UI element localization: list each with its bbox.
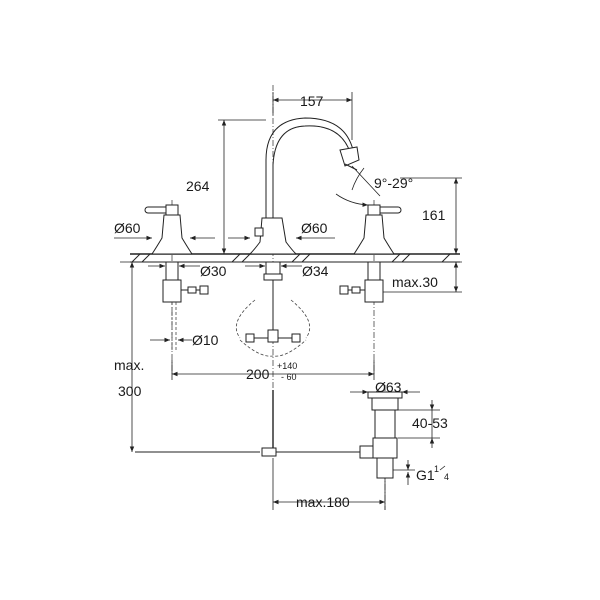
label-diam-10: Ø10 — [192, 332, 219, 348]
dim-spout-reach: 157 — [272, 92, 353, 140]
supply-hoses — [171, 280, 310, 357]
label-max: max. — [114, 357, 144, 373]
dim-thread: G1 1 4 — [393, 460, 449, 485]
dim-diam-waste: Ø63 — [350, 379, 420, 395]
dim-diam-hose: Ø10 — [150, 332, 219, 348]
dim-handle-height: 161 — [400, 177, 462, 254]
countertop — [130, 253, 460, 263]
label-200: 200 — [246, 366, 270, 382]
drain-assembly — [135, 390, 403, 479]
label-thread-num: 1 — [434, 464, 439, 474]
right-handle — [339, 204, 402, 303]
label-264: 264 — [186, 178, 210, 194]
dim-spout-height: 264 — [186, 119, 266, 254]
label-max-180: max.180 — [296, 494, 350, 510]
label-max-30: max.30 — [392, 274, 438, 290]
label-angle: 9°-29° — [374, 175, 413, 191]
label-40-53: 40-53 — [412, 415, 448, 431]
label-plus-140: +140 — [277, 361, 297, 371]
left-handle — [144, 204, 209, 303]
dim-diam-handle-left: Ø60 — [114, 220, 215, 241]
dim-diam-spout-base: Ø60 — [228, 220, 335, 241]
label-thread-den: 4 — [444, 472, 449, 482]
dim-waste-range: 40-53 — [398, 400, 448, 448]
dim-max-depth: max. 300 — [114, 261, 148, 452]
label-157: 157 — [300, 93, 324, 109]
dim-max-pull-rod: max.180 — [272, 458, 386, 510]
dim-diam-hole-center: Ø34 — [245, 263, 329, 279]
label-thread-g1: G1 — [416, 467, 435, 483]
label-minus-60: - 60 — [281, 372, 297, 382]
label-diam-60-left: Ø60 — [114, 220, 141, 236]
label-diam-30: Ø30 — [200, 263, 227, 279]
dim-diam-hole-left: Ø30 — [148, 263, 227, 279]
dim-max-thickness: max.30 — [383, 261, 462, 293]
label-diam-34: Ø34 — [302, 263, 329, 279]
label-diam-60-spout: Ø60 — [301, 220, 328, 236]
spout — [248, 117, 360, 281]
label-diam-63: Ø63 — [375, 379, 402, 395]
dim-spacing: 200 +140 - 60 — [171, 360, 375, 382]
label-161: 161 — [422, 207, 446, 223]
label-300: 300 — [118, 383, 142, 399]
dim-spout-angle: 9°-29° — [335, 165, 413, 207]
